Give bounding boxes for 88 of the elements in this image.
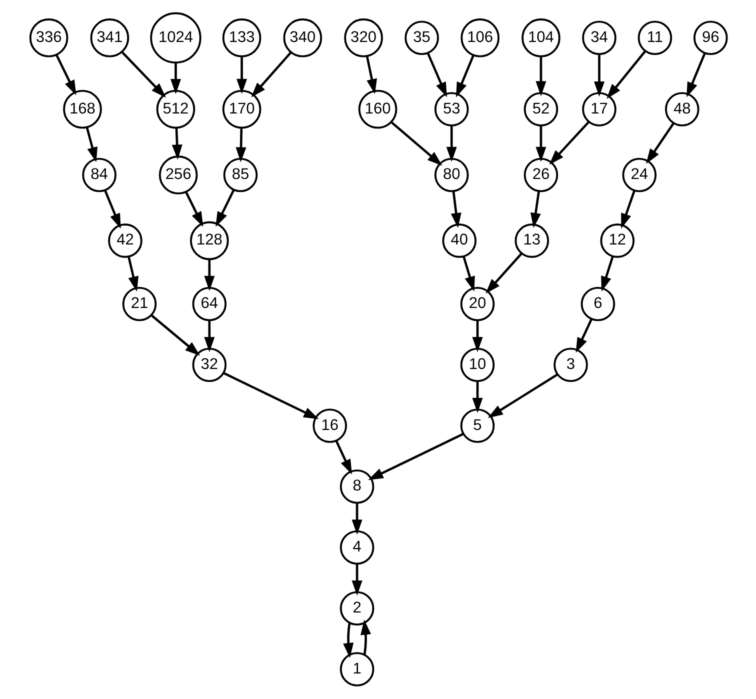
arrow [472,320,482,352]
node-circle: 20 [460,286,494,322]
node-circle: 256 [158,156,198,194]
node-circle: 24 [622,158,656,192]
node-circle: 170 [222,90,261,129]
arrow [351,564,362,596]
node-circle: 96 [692,20,728,56]
node-circle: 53 [434,92,468,126]
arrow [606,50,646,99]
arrow [686,52,706,98]
arrow [236,56,247,94]
arrow [184,192,203,227]
node-circle: 5 [460,408,494,443]
arrow [620,190,635,229]
arrow [360,620,370,655]
node-circle: 512 [156,90,195,129]
node-circle: 1024 [150,12,201,64]
node-circle: 160 [358,90,397,129]
node-circle: 341 [90,18,129,58]
node-circle: 6 [580,286,615,322]
arrow [646,122,674,164]
node-circle: 52 [523,92,558,126]
arrow [235,128,246,162]
node-circle: 13 [514,224,549,258]
node-circle: 106 [460,18,500,58]
arrow [487,374,558,418]
node-circle: 48 [664,92,699,126]
node-circle: 85 [222,158,258,192]
arrow [215,190,234,227]
arrow [600,256,614,292]
arrow [548,121,589,165]
arrow [462,256,474,292]
arrow [530,191,540,228]
node-circle: 168 [62,90,102,129]
node-circle: 34 [582,20,616,56]
node-circle: 128 [189,221,228,260]
arrow [55,54,76,96]
node-circle: 11 [637,20,672,56]
arrow [170,62,180,94]
arrow [446,126,456,162]
arrow [426,52,446,98]
node-circle: 4 [339,530,374,565]
node-circle: 42 [108,224,142,258]
node-circle: 17 [582,92,616,126]
arrow [351,503,362,535]
arrow [85,127,97,162]
arrow [171,128,182,160]
arrow [575,318,592,353]
node-circle: 3 [553,348,588,382]
arrow [103,190,120,229]
node-circle: 133 [222,18,261,58]
arrow [535,126,546,162]
node-circle: 32 [192,348,226,382]
arrow [472,381,482,413]
node-circle: 64 [192,286,226,322]
node-circle: 16 [312,408,347,443]
node-circle: 320 [344,18,382,58]
node-circle: 2 [339,591,374,626]
arrow [365,56,377,94]
node-circle: 104 [521,18,560,58]
node-circle: 10 [460,348,494,382]
node-circle: 26 [523,158,558,192]
arrow [450,191,461,228]
arrow [334,440,352,475]
arrow [204,260,214,291]
node-circle: 1 [339,652,374,686]
node-circle: 35 [404,20,438,56]
arrow [390,121,442,166]
node-circle: 84 [82,158,116,192]
node-circle: 12 [600,224,634,258]
node-circle: 80 [434,158,468,192]
arrow [455,55,474,98]
arrow [127,256,138,292]
arrow [535,56,546,96]
arrow [250,52,292,98]
node-circle: 8 [339,469,374,504]
arrow [222,372,318,420]
arrow [368,432,464,480]
arrow [204,320,214,352]
node-circle: 21 [122,286,156,322]
arrow [593,54,604,97]
arrow [121,52,166,98]
arrow [150,314,200,356]
arrow [485,252,522,294]
node-circle: 340 [282,18,322,58]
arrow [342,623,354,658]
node-circle: 336 [28,18,68,58]
node-circle: 40 [442,224,476,258]
